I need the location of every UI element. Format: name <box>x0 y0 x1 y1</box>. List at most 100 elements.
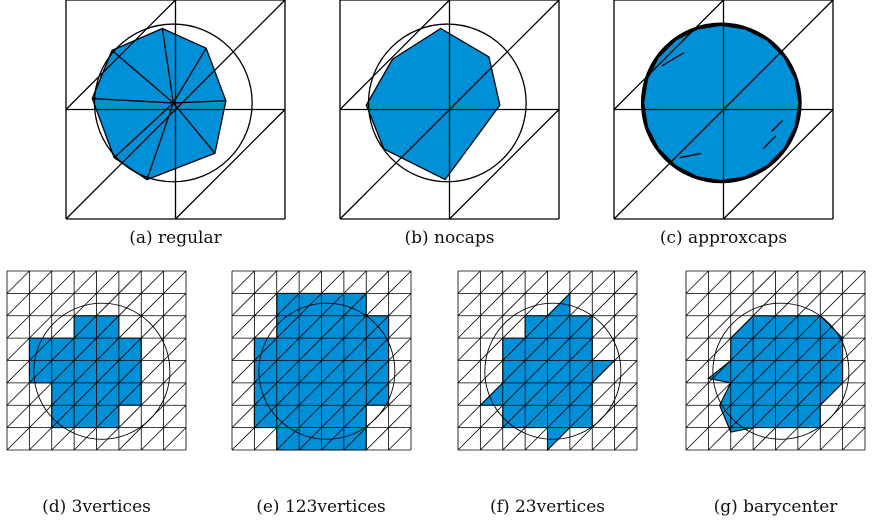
cap-edge <box>771 119 784 132</box>
reference-circle <box>640 22 802 184</box>
panel-3vertices <box>6 270 187 451</box>
grid-diagonal <box>276 315 412 451</box>
triangle-grid <box>339 0 560 220</box>
grid-diagonal <box>547 360 638 451</box>
panel-regular <box>65 0 286 220</box>
grid-diagonal <box>140 404 187 451</box>
grid-diagonal <box>457 270 615 428</box>
panel-123vertices <box>231 270 412 451</box>
grid-diagonal <box>502 315 638 451</box>
grid-diagonal <box>524 337 638 451</box>
triangle-grid <box>231 270 412 451</box>
grid-diagonal <box>231 270 412 451</box>
panel-approxcaps <box>613 0 834 220</box>
triangle-grid <box>6 270 187 451</box>
grid-diagonal <box>457 270 481 294</box>
reference-circle <box>484 302 622 440</box>
grid-diagonal <box>163 427 187 451</box>
grid-diagonal <box>819 404 866 451</box>
grid-diagonal <box>51 315 187 451</box>
reference-circle <box>93 23 253 183</box>
grid-diagonal <box>457 270 548 361</box>
fan-edge <box>172 102 216 154</box>
grid-diagonal <box>339 0 450 110</box>
grid-diagonal <box>457 270 593 406</box>
grid-diagonal <box>254 293 412 451</box>
cap-edge <box>679 152 702 159</box>
grid-diagonal <box>175 109 286 220</box>
caption-e: (e) 123vertices <box>256 497 386 517</box>
grid-diagonal <box>6 270 120 384</box>
fan-edge <box>92 97 174 104</box>
grid-diagonal <box>457 270 526 339</box>
grid-diagonal <box>29 293 187 451</box>
grid-diagonal <box>685 270 754 339</box>
grid-diagonal <box>65 0 286 220</box>
grid-diagonal <box>591 404 638 451</box>
caption-g: (g) barycenter <box>713 497 838 517</box>
approxcaps-polygon <box>642 24 800 182</box>
fan-edge <box>161 28 174 104</box>
grid-diagonal <box>365 404 412 451</box>
grid-diagonal <box>613 0 834 220</box>
grid-diagonal <box>685 270 821 406</box>
grid-diagonal <box>685 270 799 384</box>
grid-diagonal <box>231 270 278 317</box>
caption-a: (a) regular <box>129 228 222 248</box>
grid-diagonal <box>6 270 30 294</box>
reference-circle <box>258 302 396 440</box>
fan-edge <box>113 102 174 159</box>
panel-23vertices <box>457 270 638 452</box>
grid-diagonal <box>752 337 866 451</box>
grid-diagonal <box>388 427 412 451</box>
caption-c: (c) approxcaps <box>659 228 788 248</box>
grid-diagonal <box>298 337 412 451</box>
grid-diagonal <box>685 270 866 451</box>
grid-diagonal <box>449 109 560 220</box>
triangle-grid <box>65 0 286 220</box>
grid-diagonal <box>775 360 866 451</box>
grid-diagonal <box>6 270 187 451</box>
grid-diagonal <box>231 270 322 361</box>
fan-edge <box>111 49 174 104</box>
fill-region <box>642 24 800 182</box>
grid-diagonal <box>730 315 866 451</box>
grid-diagonal <box>685 270 776 361</box>
cap-edge <box>762 135 777 150</box>
grid-diagonal <box>685 270 732 317</box>
cap-edge <box>661 51 685 67</box>
grid-diagonal <box>457 270 571 384</box>
grid-diagonal <box>6 270 75 339</box>
grid-diagonal <box>6 270 97 361</box>
triangle-grid <box>457 270 638 451</box>
grid-diagonal <box>339 0 560 220</box>
grid-diagonal <box>614 427 638 451</box>
fill-region <box>91 27 227 181</box>
grid-diagonal <box>685 270 843 428</box>
grid-diagonal <box>708 293 866 451</box>
triangle-grid <box>685 270 866 451</box>
panel-nocaps <box>339 0 560 220</box>
grid-diagonal <box>842 427 866 451</box>
grid-diagonal <box>457 270 504 317</box>
grid-diagonal <box>457 270 638 451</box>
grid-diagonal <box>96 360 187 451</box>
fill-region <box>365 27 501 181</box>
caption-f: (f) 23vertices <box>490 497 605 517</box>
grid-diagonal <box>73 337 187 451</box>
caption-d: (d) 3vertices <box>42 497 151 517</box>
fan-edge <box>172 47 207 104</box>
grid-diagonal <box>6 270 142 406</box>
grid-diagonal <box>723 109 834 220</box>
triangle-grid <box>613 0 834 220</box>
caption-b: (b) nocaps <box>404 228 495 248</box>
nocaps-polygon <box>365 27 501 181</box>
grid-diagonal <box>231 270 367 406</box>
panel-barycenter <box>685 270 866 451</box>
grid-diagonal <box>685 270 709 294</box>
grid-diagonal <box>321 360 412 451</box>
grid-diagonal <box>65 0 176 110</box>
grid-diagonal <box>231 270 389 428</box>
grid-diagonal <box>6 270 53 317</box>
grid-diagonal <box>613 0 724 110</box>
